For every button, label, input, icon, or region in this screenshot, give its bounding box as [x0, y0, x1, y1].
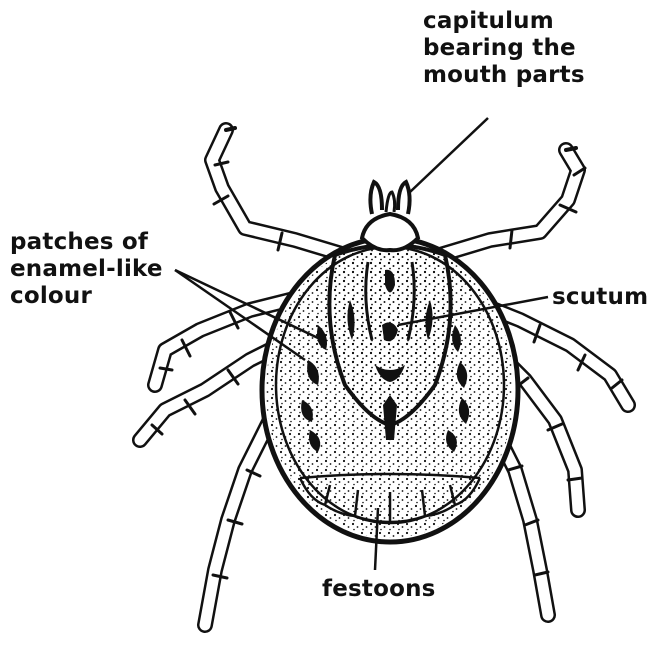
leg-left-1: [212, 128, 345, 255]
label-patches-line1: patches of: [10, 229, 163, 256]
capitulum: [362, 182, 418, 250]
label-capitulum-line1: capitulum: [423, 8, 585, 35]
capitulum-leader: [410, 118, 488, 192]
label-scutum: scutum: [552, 284, 648, 311]
label-patches: patches of enamel-like colour: [10, 229, 163, 310]
label-patches-line2: enamel-like: [10, 256, 163, 283]
label-capitulum-line2: bearing the: [423, 35, 585, 62]
label-patches-line3: colour: [10, 283, 163, 310]
label-capitulum: capitulum bearing the mouth parts: [423, 8, 585, 89]
label-festoons: festoons: [322, 576, 436, 603]
leg-right-1: [440, 148, 578, 255]
label-capitulum-line3: mouth parts: [423, 62, 585, 89]
